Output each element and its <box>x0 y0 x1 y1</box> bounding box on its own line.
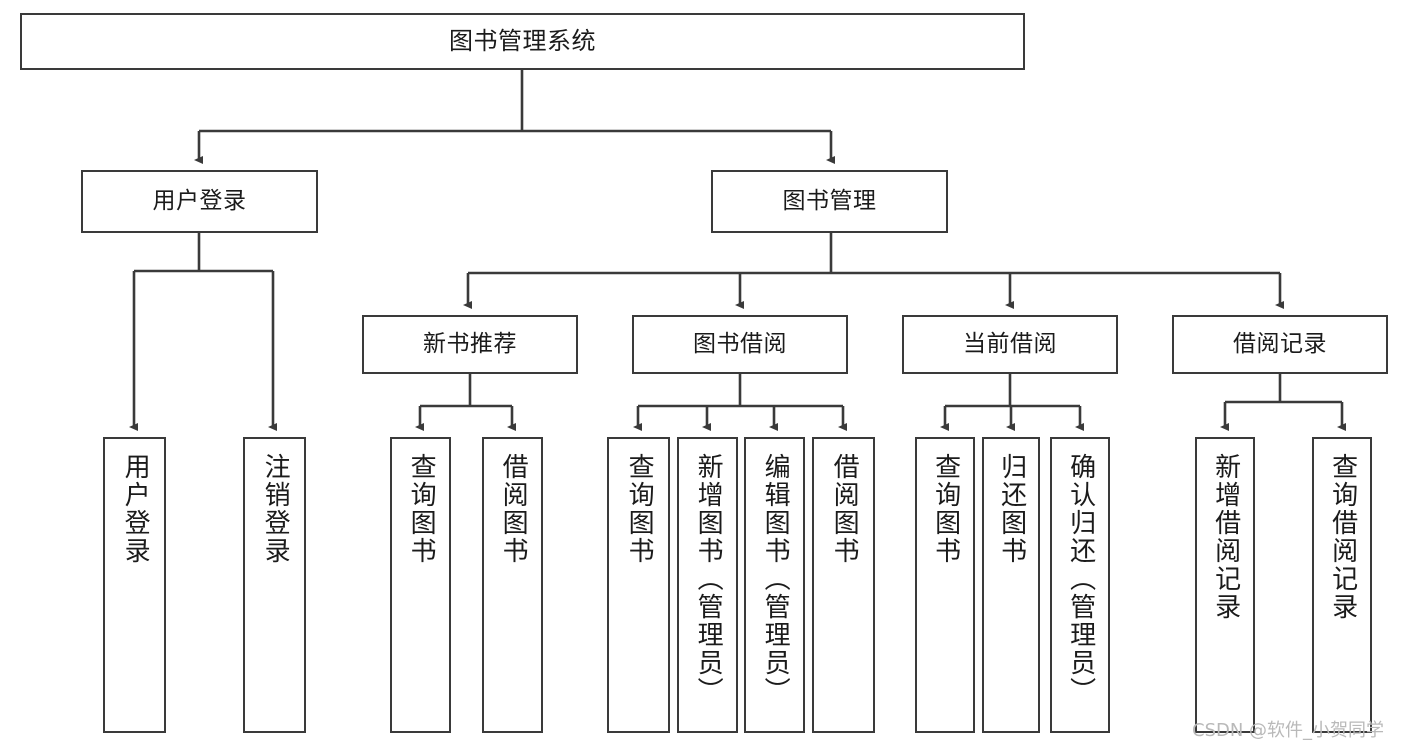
node-leaf-borrow-book-1[interactable]: 借阅图书 <box>482 437 543 733</box>
node-label: 查询图书 <box>930 453 961 565</box>
node-label: 查询图书 <box>406 453 437 565</box>
node-leaf-add-book[interactable]: 新增图书（管理员） <box>677 437 738 733</box>
node-label: 归还图书 <box>996 453 1027 565</box>
node-label: 图书借阅 <box>693 330 787 357</box>
node-label: 借阅记录 <box>1233 330 1327 357</box>
node-leaf-user-login[interactable]: 用户登录 <box>103 437 166 733</box>
node-label: 图书管理 <box>782 187 877 214</box>
node-leaf-edit-book[interactable]: 编辑图书（管理员） <box>744 437 805 733</box>
csdn-watermark: CSDN @软件_小贺同学 <box>1192 720 1385 741</box>
node-leaf-add-record[interactable]: 新增借阅记录 <box>1195 437 1255 733</box>
node-label: 用户登录 <box>152 187 247 214</box>
node-label: 注销登录 <box>260 453 291 565</box>
node-label: 用户登录 <box>120 453 151 565</box>
node-current-borrow[interactable]: 当前借阅 <box>902 315 1118 374</box>
node-label: 查询借阅记录 <box>1327 453 1358 621</box>
node-label: 查询图书 <box>624 453 655 565</box>
node-leaf-return-book[interactable]: 归还图书 <box>982 437 1040 733</box>
node-root-system[interactable]: 图书管理系统 <box>20 13 1025 70</box>
node-leaf-borrow-book-2[interactable]: 借阅图书 <box>812 437 875 733</box>
node-new-book-recommend[interactable]: 新书推荐 <box>362 315 578 374</box>
node-leaf-query-book-3[interactable]: 查询图书 <box>915 437 975 733</box>
node-leaf-query-record[interactable]: 查询借阅记录 <box>1312 437 1372 733</box>
node-label: 新增借阅记录 <box>1210 453 1241 621</box>
node-label: 编辑图书（管理员） <box>760 453 791 705</box>
node-book-borrow[interactable]: 图书借阅 <box>632 315 848 374</box>
node-label: 借阅图书 <box>498 453 529 565</box>
node-leaf-confirm-return[interactable]: 确认归还（管理员） <box>1050 437 1110 733</box>
node-leaf-logout[interactable]: 注销登录 <box>243 437 306 733</box>
node-book-manage[interactable]: 图书管理 <box>711 170 948 233</box>
node-label: 借阅图书 <box>829 453 860 565</box>
node-label: 图书管理系统 <box>449 27 596 56</box>
node-leaf-query-book-2[interactable]: 查询图书 <box>607 437 670 733</box>
node-borrow-record[interactable]: 借阅记录 <box>1172 315 1388 374</box>
node-label: 当前借阅 <box>963 330 1057 357</box>
node-label: 新书推荐 <box>423 330 517 357</box>
node-leaf-query-book-1[interactable]: 查询图书 <box>390 437 451 733</box>
node-user-login[interactable]: 用户登录 <box>81 170 318 233</box>
node-label: 新增图书（管理员） <box>693 453 724 705</box>
node-label: 确认归还（管理员） <box>1065 453 1096 705</box>
